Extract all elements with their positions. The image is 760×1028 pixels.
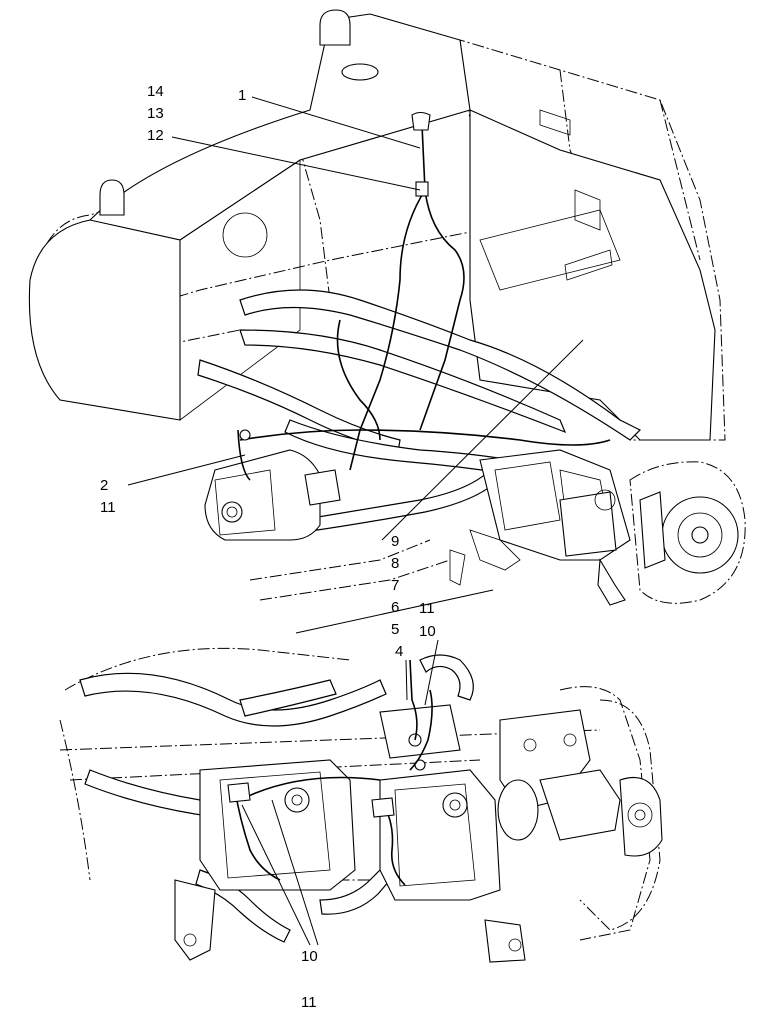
harness-splice bbox=[415, 181, 429, 197]
adapter-plate bbox=[497, 779, 539, 841]
tank-port bbox=[341, 63, 379, 81]
callout-11-bottom: 11 bbox=[301, 994, 317, 1011]
callout-1: 1 bbox=[238, 87, 246, 104]
upper-pump-pack bbox=[449, 449, 631, 606]
fuel-tank bbox=[28, 9, 471, 421]
side-cap bbox=[99, 179, 125, 216]
upper-flywheel bbox=[629, 461, 746, 604]
callout-8: 8 bbox=[391, 555, 399, 572]
valve-block bbox=[379, 704, 461, 759]
lower-mount-left bbox=[174, 879, 216, 961]
leader-lines bbox=[127, 96, 584, 946]
callout-14: 14 bbox=[147, 83, 164, 100]
lower-pump-right bbox=[379, 704, 526, 963]
callout-13: 13 bbox=[147, 105, 164, 122]
sight-gauge bbox=[222, 212, 268, 258]
callout-6: 6 bbox=[391, 599, 399, 616]
callout-4: 4 bbox=[395, 643, 403, 660]
callout-2: 2 bbox=[100, 477, 108, 494]
upper-motor-left bbox=[204, 429, 341, 541]
filler-cap bbox=[319, 9, 351, 46]
lower-harness bbox=[227, 659, 433, 886]
callout-7: 7 bbox=[391, 577, 399, 594]
callout-5: 5 bbox=[391, 621, 399, 638]
callout-labels: 14 13 12 1 2 11 9 8 7 6 5 4 11 10 10 11 bbox=[100, 83, 436, 1011]
right-frame-panel bbox=[469, 109, 716, 441]
lower-adapter-housing bbox=[497, 709, 621, 841]
callout-11-mid: 11 bbox=[419, 600, 435, 617]
lower-flywheel bbox=[579, 699, 663, 931]
lower-mount-right bbox=[484, 919, 526, 963]
callout-12: 12 bbox=[147, 127, 164, 144]
callout-9: 9 bbox=[391, 533, 399, 550]
upper-harness bbox=[239, 111, 611, 471]
callout-10-bottom: 10 bbox=[301, 948, 318, 965]
harness-connector-cap bbox=[411, 111, 431, 131]
callout-10-mid: 10 bbox=[419, 623, 436, 640]
callout-11-left: 11 bbox=[100, 499, 116, 516]
